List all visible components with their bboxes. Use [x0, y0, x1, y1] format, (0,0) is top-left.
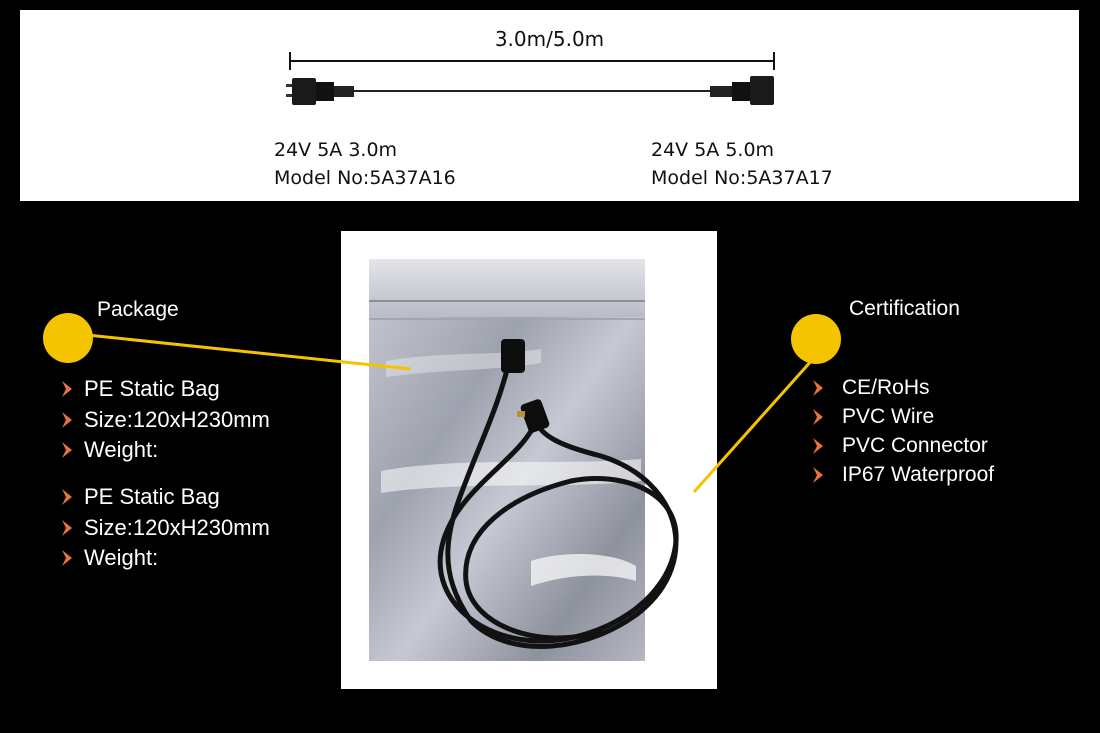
- chevron-right-icon: [811, 407, 842, 427]
- list-item-label: CE/RoHs: [842, 375, 930, 399]
- list-item-label: PE Static Bag: [84, 376, 220, 402]
- variant-spec: 24V 5A 3.0m: [274, 139, 398, 161]
- variant-spec: 24V 5A 5.0m: [651, 139, 775, 161]
- certification-marker-icon: [791, 314, 841, 364]
- chevron-right-icon: [60, 487, 84, 507]
- list-item: Size:120xH230mm: [60, 405, 270, 436]
- list-item-label: IP67 Waterproof: [842, 462, 995, 486]
- list-item: PE Static Bag: [60, 482, 270, 513]
- variant-model: Model No:5A37A16: [274, 167, 456, 189]
- cable-diagram-panel: 3.0m/5.0m 24V 5A 3.0m Model No:5A37A16 2…: [20, 10, 1079, 201]
- chevron-right-icon: [811, 436, 842, 456]
- length-label: 3.0m/5.0m: [494, 27, 605, 51]
- certification-title: Certification: [849, 297, 960, 320]
- list-item: IP67 Waterproof: [811, 460, 994, 489]
- chevron-right-icon: [60, 379, 84, 399]
- list-item: Weight:: [60, 543, 270, 574]
- variant-3m: 24V 5A 3.0m Model No:5A37A16: [274, 136, 456, 192]
- package-list-1: PE Static Bag Size:120xH230mm Weight:: [60, 374, 270, 466]
- list-item-label: Weight:: [84, 545, 159, 571]
- chevron-right-icon: [60, 548, 84, 568]
- list-item: PVC Connector: [811, 431, 994, 460]
- variant-model: Model No:5A37A17: [651, 167, 833, 189]
- certification-callout-line: [692, 338, 832, 494]
- list-item-label: PVC Connector: [842, 433, 988, 457]
- female-connector-icon: [710, 76, 774, 105]
- dimension-line: [289, 52, 775, 70]
- package-title: Package: [97, 298, 179, 321]
- product-photo: [341, 231, 717, 689]
- package-callout-line: [67, 331, 412, 371]
- chevron-right-icon: [60, 440, 84, 460]
- list-item-label: PVC Wire: [842, 404, 935, 428]
- certification-list: CE/RoHs PVC Wire PVC Connector IP67 Wate…: [811, 373, 994, 489]
- chevron-right-icon: [811, 465, 842, 485]
- male-connector-icon: [286, 78, 354, 105]
- static-bag-image: [369, 259, 679, 661]
- list-item: Size:120xH230mm: [60, 513, 270, 544]
- list-item: Weight:: [60, 435, 270, 466]
- cable-diagram: [286, 52, 775, 105]
- list-item-label: Weight:: [84, 437, 159, 463]
- chevron-right-icon: [811, 378, 842, 398]
- package-list-2: PE Static Bag Size:120xH230mm Weight:: [60, 482, 270, 574]
- list-item: PVC Wire: [811, 402, 994, 431]
- list-item-label: Size:120xH230mm: [84, 514, 270, 540]
- variant-5m: 24V 5A 5.0m Model No:5A37A17: [651, 136, 833, 192]
- list-item-label: PE Static Bag: [84, 484, 220, 510]
- chevron-right-icon: [60, 410, 84, 430]
- list-item: CE/RoHs: [811, 373, 994, 402]
- package-marker-icon: [43, 313, 93, 363]
- list-item-label: Size:120xH230mm: [84, 406, 270, 432]
- list-item: PE Static Bag: [60, 374, 270, 405]
- chevron-right-icon: [60, 518, 84, 538]
